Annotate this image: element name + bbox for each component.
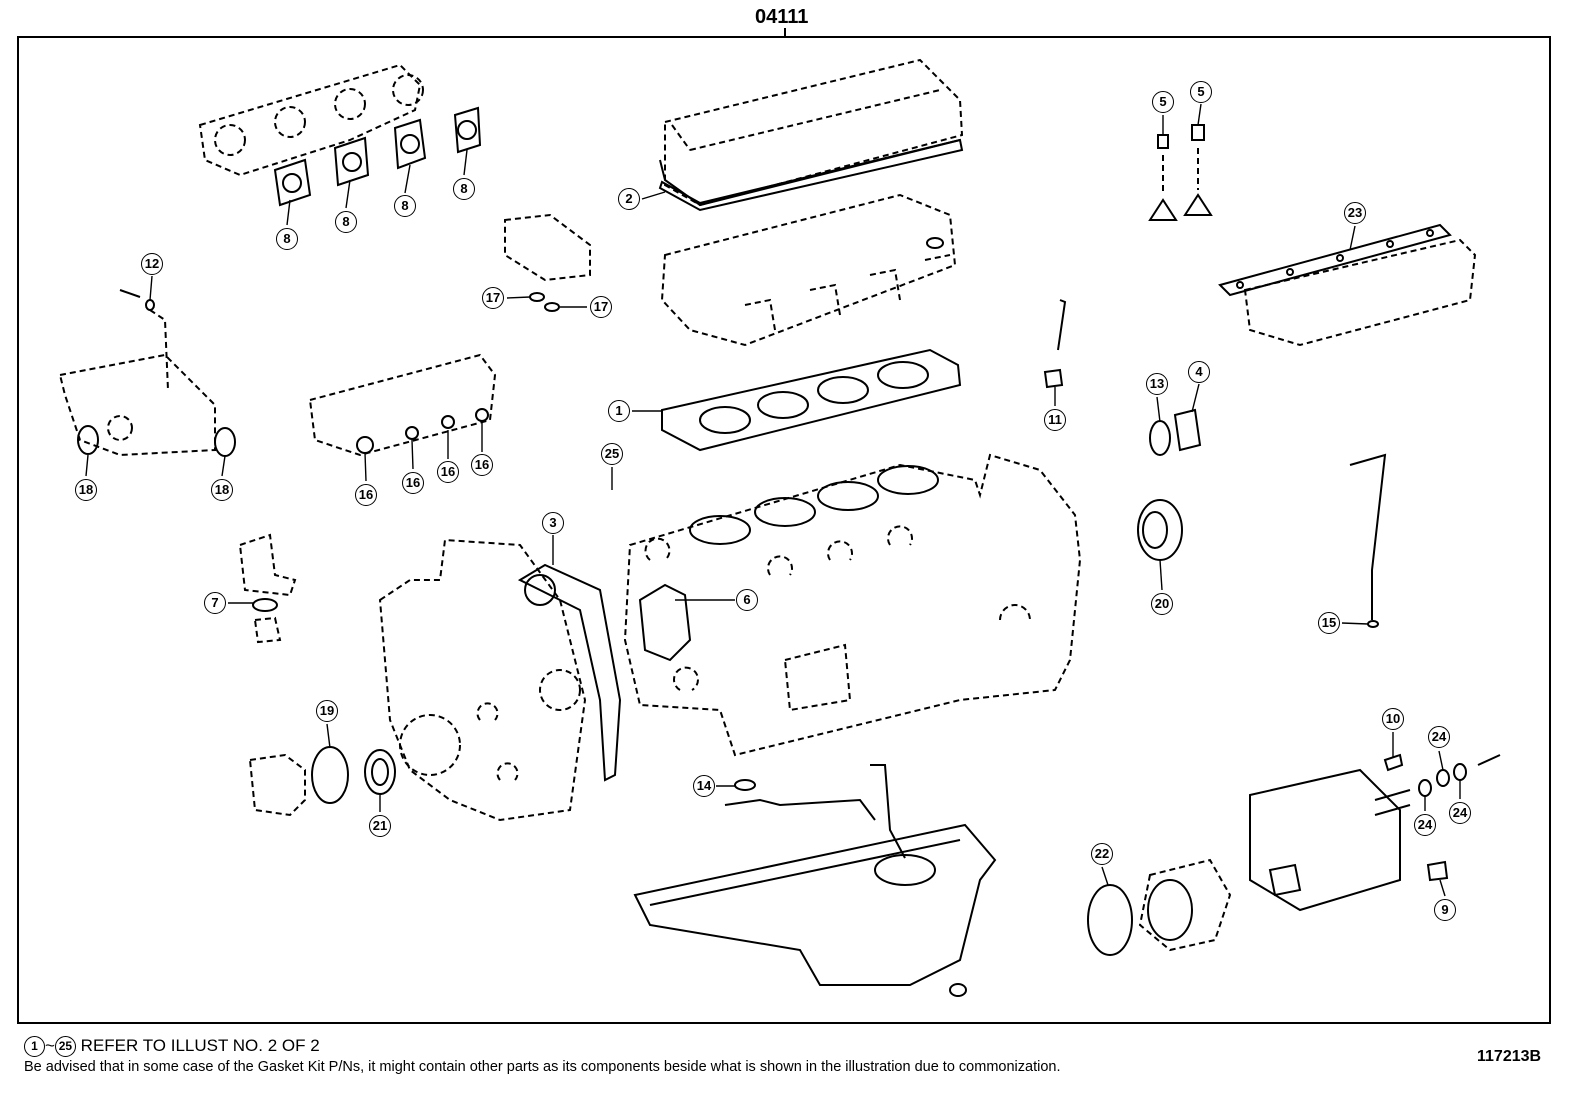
callout-16: 16 xyxy=(437,461,459,483)
callout-2: 2 xyxy=(618,188,640,210)
callout-22: 22 xyxy=(1091,843,1113,865)
oil-strainer-pipe xyxy=(724,798,876,821)
callout-5: 5 xyxy=(1152,91,1174,113)
range-start-badge: 1 xyxy=(24,1036,45,1058)
callout-11: 11 xyxy=(1044,409,1066,431)
gauge-o-ring xyxy=(1367,620,1379,628)
oil-pump-cover xyxy=(248,753,306,817)
egr-plate xyxy=(504,213,591,282)
callout-8: 8 xyxy=(453,178,475,200)
cylinder-block xyxy=(623,453,1082,757)
callout-16: 16 xyxy=(355,484,377,506)
cam-seal xyxy=(1149,420,1171,456)
cover-gasket xyxy=(1173,408,1202,452)
callout-1: 1 xyxy=(608,400,630,422)
injection-pump xyxy=(1249,768,1411,912)
callout-17: 17 xyxy=(590,296,612,318)
union-gasket xyxy=(1436,769,1450,787)
callout-6: 6 xyxy=(736,589,758,611)
callout-15: 15 xyxy=(1318,612,1340,634)
callout-4: 4 xyxy=(1188,361,1210,383)
callout-16: 16 xyxy=(402,472,424,494)
diagram-title: 04111 xyxy=(755,6,809,28)
dipstick-grommet xyxy=(1043,368,1064,389)
footnote-range: 1~25 REFER TO ILLUST NO. 2 OF 2 xyxy=(24,1036,320,1058)
callout-13: 13 xyxy=(1146,373,1168,395)
egr-gasket xyxy=(544,302,560,312)
exhaust-port-gaskets xyxy=(273,106,482,207)
hollow-bolt xyxy=(1383,753,1404,772)
drive-cover xyxy=(1138,858,1232,952)
thermostat-gasket xyxy=(252,598,278,612)
callout-12: 12 xyxy=(141,253,163,275)
strainer-gasket xyxy=(734,779,756,791)
callout-25: 25 xyxy=(601,443,623,465)
callout-3: 3 xyxy=(542,512,564,534)
callout-17: 17 xyxy=(482,287,504,309)
callout-18: 18 xyxy=(75,479,97,501)
callout-8: 8 xyxy=(394,195,416,217)
callout-21: 21 xyxy=(369,815,391,837)
valve-cover xyxy=(659,58,964,207)
timing-gasket xyxy=(517,563,622,782)
callout-leaders xyxy=(85,103,1461,897)
drive-cover-gasket xyxy=(1087,884,1133,956)
exhaust-manifold xyxy=(198,63,424,177)
egr-gasket xyxy=(529,292,545,302)
callout-9: 9 xyxy=(1434,899,1456,921)
range-separator: ~ xyxy=(45,1036,55,1055)
callout-24: 24 xyxy=(1428,726,1450,748)
range-text: REFER TO ILLUST NO. 2 OF 2 xyxy=(80,1036,320,1055)
dipstick xyxy=(1057,299,1067,351)
callout-10: 10 xyxy=(1382,708,1404,730)
crank-front-seal xyxy=(364,749,396,795)
union-gasket xyxy=(1418,779,1432,797)
engine-mount-bracket xyxy=(58,353,236,457)
intake-manifold xyxy=(308,353,497,457)
thermostat-housing xyxy=(238,533,297,597)
union-gasket xyxy=(1453,763,1467,781)
callout-14: 14 xyxy=(693,775,715,797)
union-bolt xyxy=(1477,754,1501,766)
callout-24: 24 xyxy=(1414,814,1436,836)
callout-8: 8 xyxy=(335,211,357,233)
callout-5: 5 xyxy=(1190,81,1212,103)
callout-7: 7 xyxy=(204,592,226,614)
callout-18: 18 xyxy=(211,479,233,501)
water-pump-gasket xyxy=(638,583,692,662)
oil-pump-gasket xyxy=(311,746,349,804)
illustration-id: 117213B xyxy=(1477,1048,1542,1065)
callout-24: 24 xyxy=(1449,802,1471,824)
callout-19: 19 xyxy=(316,700,338,722)
rear-oil-seal xyxy=(1137,499,1183,561)
valve-assembly xyxy=(1148,124,1213,221)
small-o-ring xyxy=(119,289,141,298)
cylinder-head xyxy=(660,193,957,347)
gauge-guide xyxy=(1349,453,1387,620)
callout-20: 20 xyxy=(1151,593,1173,615)
valve-cover-gasket xyxy=(658,138,964,212)
head-gasket xyxy=(661,348,962,452)
drain-plug-gasket xyxy=(949,983,967,997)
callout-8: 8 xyxy=(276,228,298,250)
oil-pan xyxy=(633,764,997,986)
range-end-badge: 25 xyxy=(54,1036,76,1058)
drain-bolt xyxy=(1426,860,1449,882)
intake-manifold-assembly xyxy=(1218,223,1477,347)
callout-23: 23 xyxy=(1344,202,1366,224)
timing-cover xyxy=(378,538,587,822)
callout-16: 16 xyxy=(471,454,493,476)
footnote-text: Be advised that in some case of the Gask… xyxy=(24,1059,1061,1075)
